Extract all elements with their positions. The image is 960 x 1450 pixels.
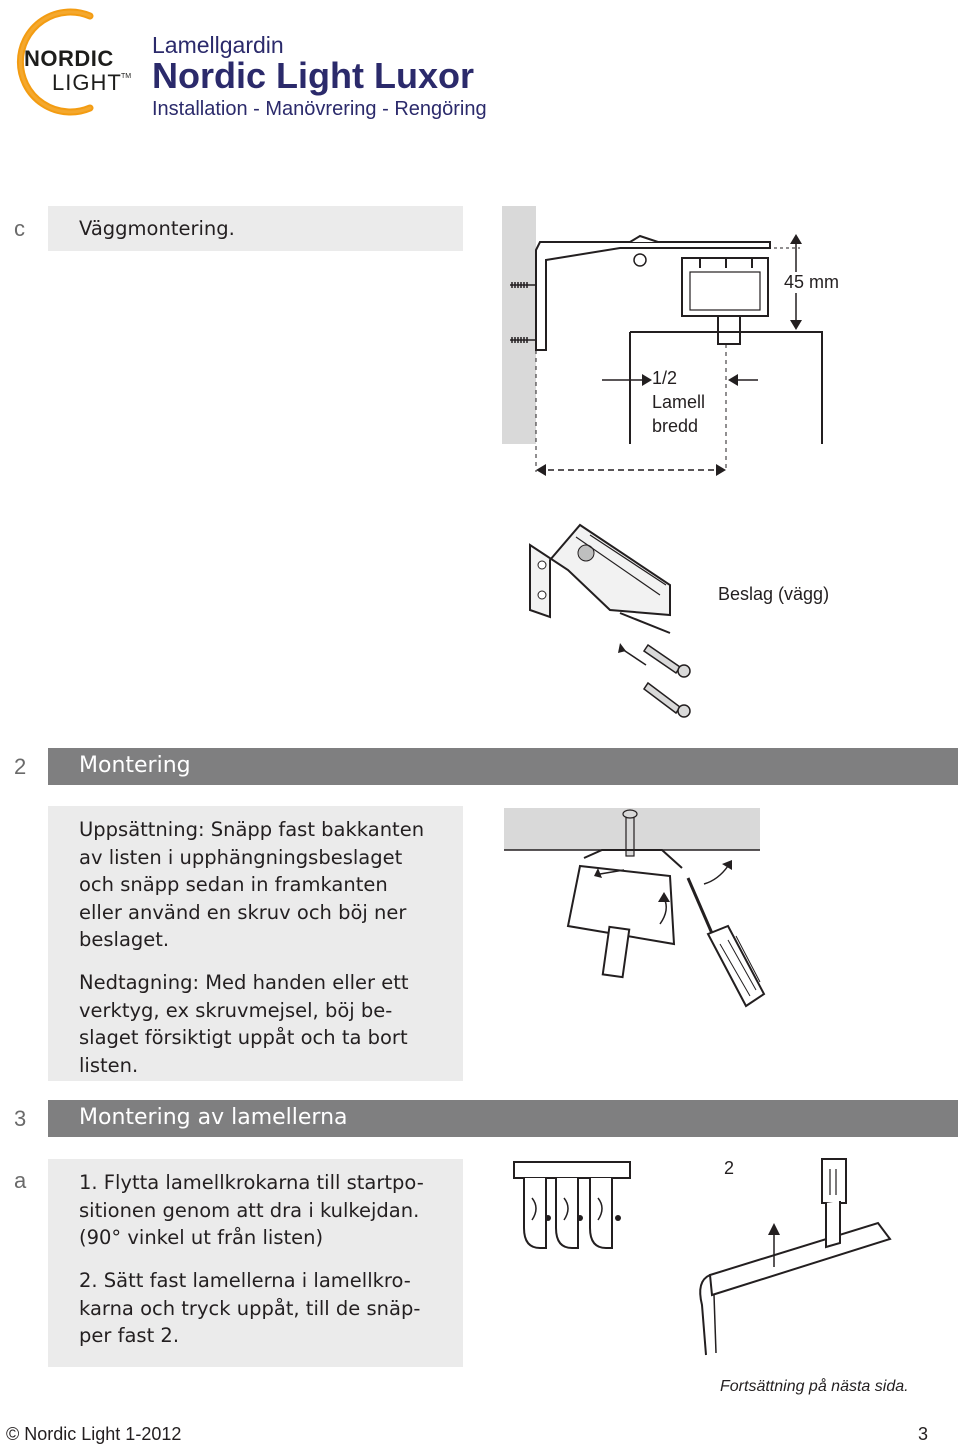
page-title: Nordic Light Luxor — [152, 55, 474, 96]
footer-copyright: © Nordic Light 1-2012 — [6, 1424, 182, 1444]
half-width-line3: bredd — [652, 416, 699, 436]
figure-number-2: 2 — [724, 1158, 735, 1178]
slat-hooks-illustration — [510, 1158, 635, 1263]
text-line: beslaget. — [79, 928, 170, 951]
text-line: 1. Flytta lamellkrokarna till startpo- — [79, 1171, 424, 1194]
section-2-bar: Montering — [48, 748, 958, 785]
section-3-textbox: 1. Flytta lamellkrokarna till startpo- s… — [48, 1159, 463, 1367]
logo-line1: NORDIC — [24, 46, 114, 71]
brand-logo: NORDIC LIGHT TM — [4, 8, 139, 116]
section-2-textbox: Uppsättning: Snäpp fast bakkanten av lis… — [48, 806, 463, 1081]
step-letter-a: a — [14, 1168, 27, 1193]
section-2-number: 2 — [14, 754, 27, 779]
removal-paragraph: Nedtagning: Med handen eller ett verktyg… — [79, 969, 409, 1079]
text-line: listen. — [79, 1053, 139, 1077]
step-letter-c: c — [14, 216, 25, 241]
section-3-number: 3 — [14, 1106, 27, 1131]
section-2-title: Montering — [79, 753, 191, 778]
text-line: eller använd en skruv och böj ner — [79, 900, 407, 924]
step-2-paragraph: 2. Sätt fast lamellerna i lamellkro- kar… — [79, 1267, 420, 1350]
step-c-text: Väggmontering. — [79, 217, 235, 240]
slat-attach-illustration — [690, 1155, 895, 1365]
section-3-title: Montering av lamellerna — [79, 1105, 348, 1130]
logo-arc-icon — [16, 8, 94, 116]
text-line: verktyg, ex skruvmejsel, böj be- — [79, 998, 393, 1022]
bracket-label: Beslag (vägg) — [718, 584, 830, 604]
footer-page-number: 3 — [918, 1424, 929, 1444]
text-line: av listen i upphängningsbeslaget — [79, 845, 403, 869]
text-line: och snäpp sedan in framkanten — [79, 873, 388, 896]
wall-bracket-illustration — [520, 515, 710, 725]
half-width-line1: 1/2 — [652, 368, 678, 388]
text-line: Uppsättning: Snäpp fast bakkanten — [79, 818, 425, 841]
ceiling-mount-illustration — [502, 806, 772, 1016]
text-line: per fast 2. — [79, 1324, 180, 1347]
text-line: Nedtagning: Med handen eller ett — [79, 971, 409, 994]
section-3-bar: Montering av lamellerna — [48, 1100, 958, 1137]
step-1-paragraph: 1. Flytta lamellkrokarna till startpo- s… — [79, 1169, 424, 1252]
logo-line2: LIGHT — [52, 70, 122, 95]
logo-tm: TM — [121, 73, 132, 80]
continuation-note: Fortsättning på nästa sida. — [720, 1378, 909, 1395]
text-line: (90° vinkel ut från listen) — [79, 1226, 324, 1249]
dimension-45mm: 45 mm — [782, 272, 842, 293]
text-line: sitionen genom att dra i kulkejdan. — [79, 1198, 420, 1222]
wall-mount-diagram: 45 mm 1/2 Lamell bredd — [500, 200, 860, 490]
mounting-paragraph: Uppsättning: Snäpp fast bakkanten av lis… — [79, 816, 424, 954]
header-category: Lamellgardin — [152, 32, 284, 58]
header-subtitle: Installation - Manövrering - Rengöring — [152, 98, 487, 120]
text-line: karna och tryck uppåt, till de snäp- — [79, 1296, 421, 1320]
half-width-line2: Lamell — [652, 392, 706, 412]
text-line: slaget försiktigt uppåt och ta bort — [79, 1026, 408, 1049]
step-c-box: Väggmontering. — [48, 206, 463, 251]
text-line: 2. Sätt fast lamellerna i lamellkro- — [79, 1269, 411, 1292]
